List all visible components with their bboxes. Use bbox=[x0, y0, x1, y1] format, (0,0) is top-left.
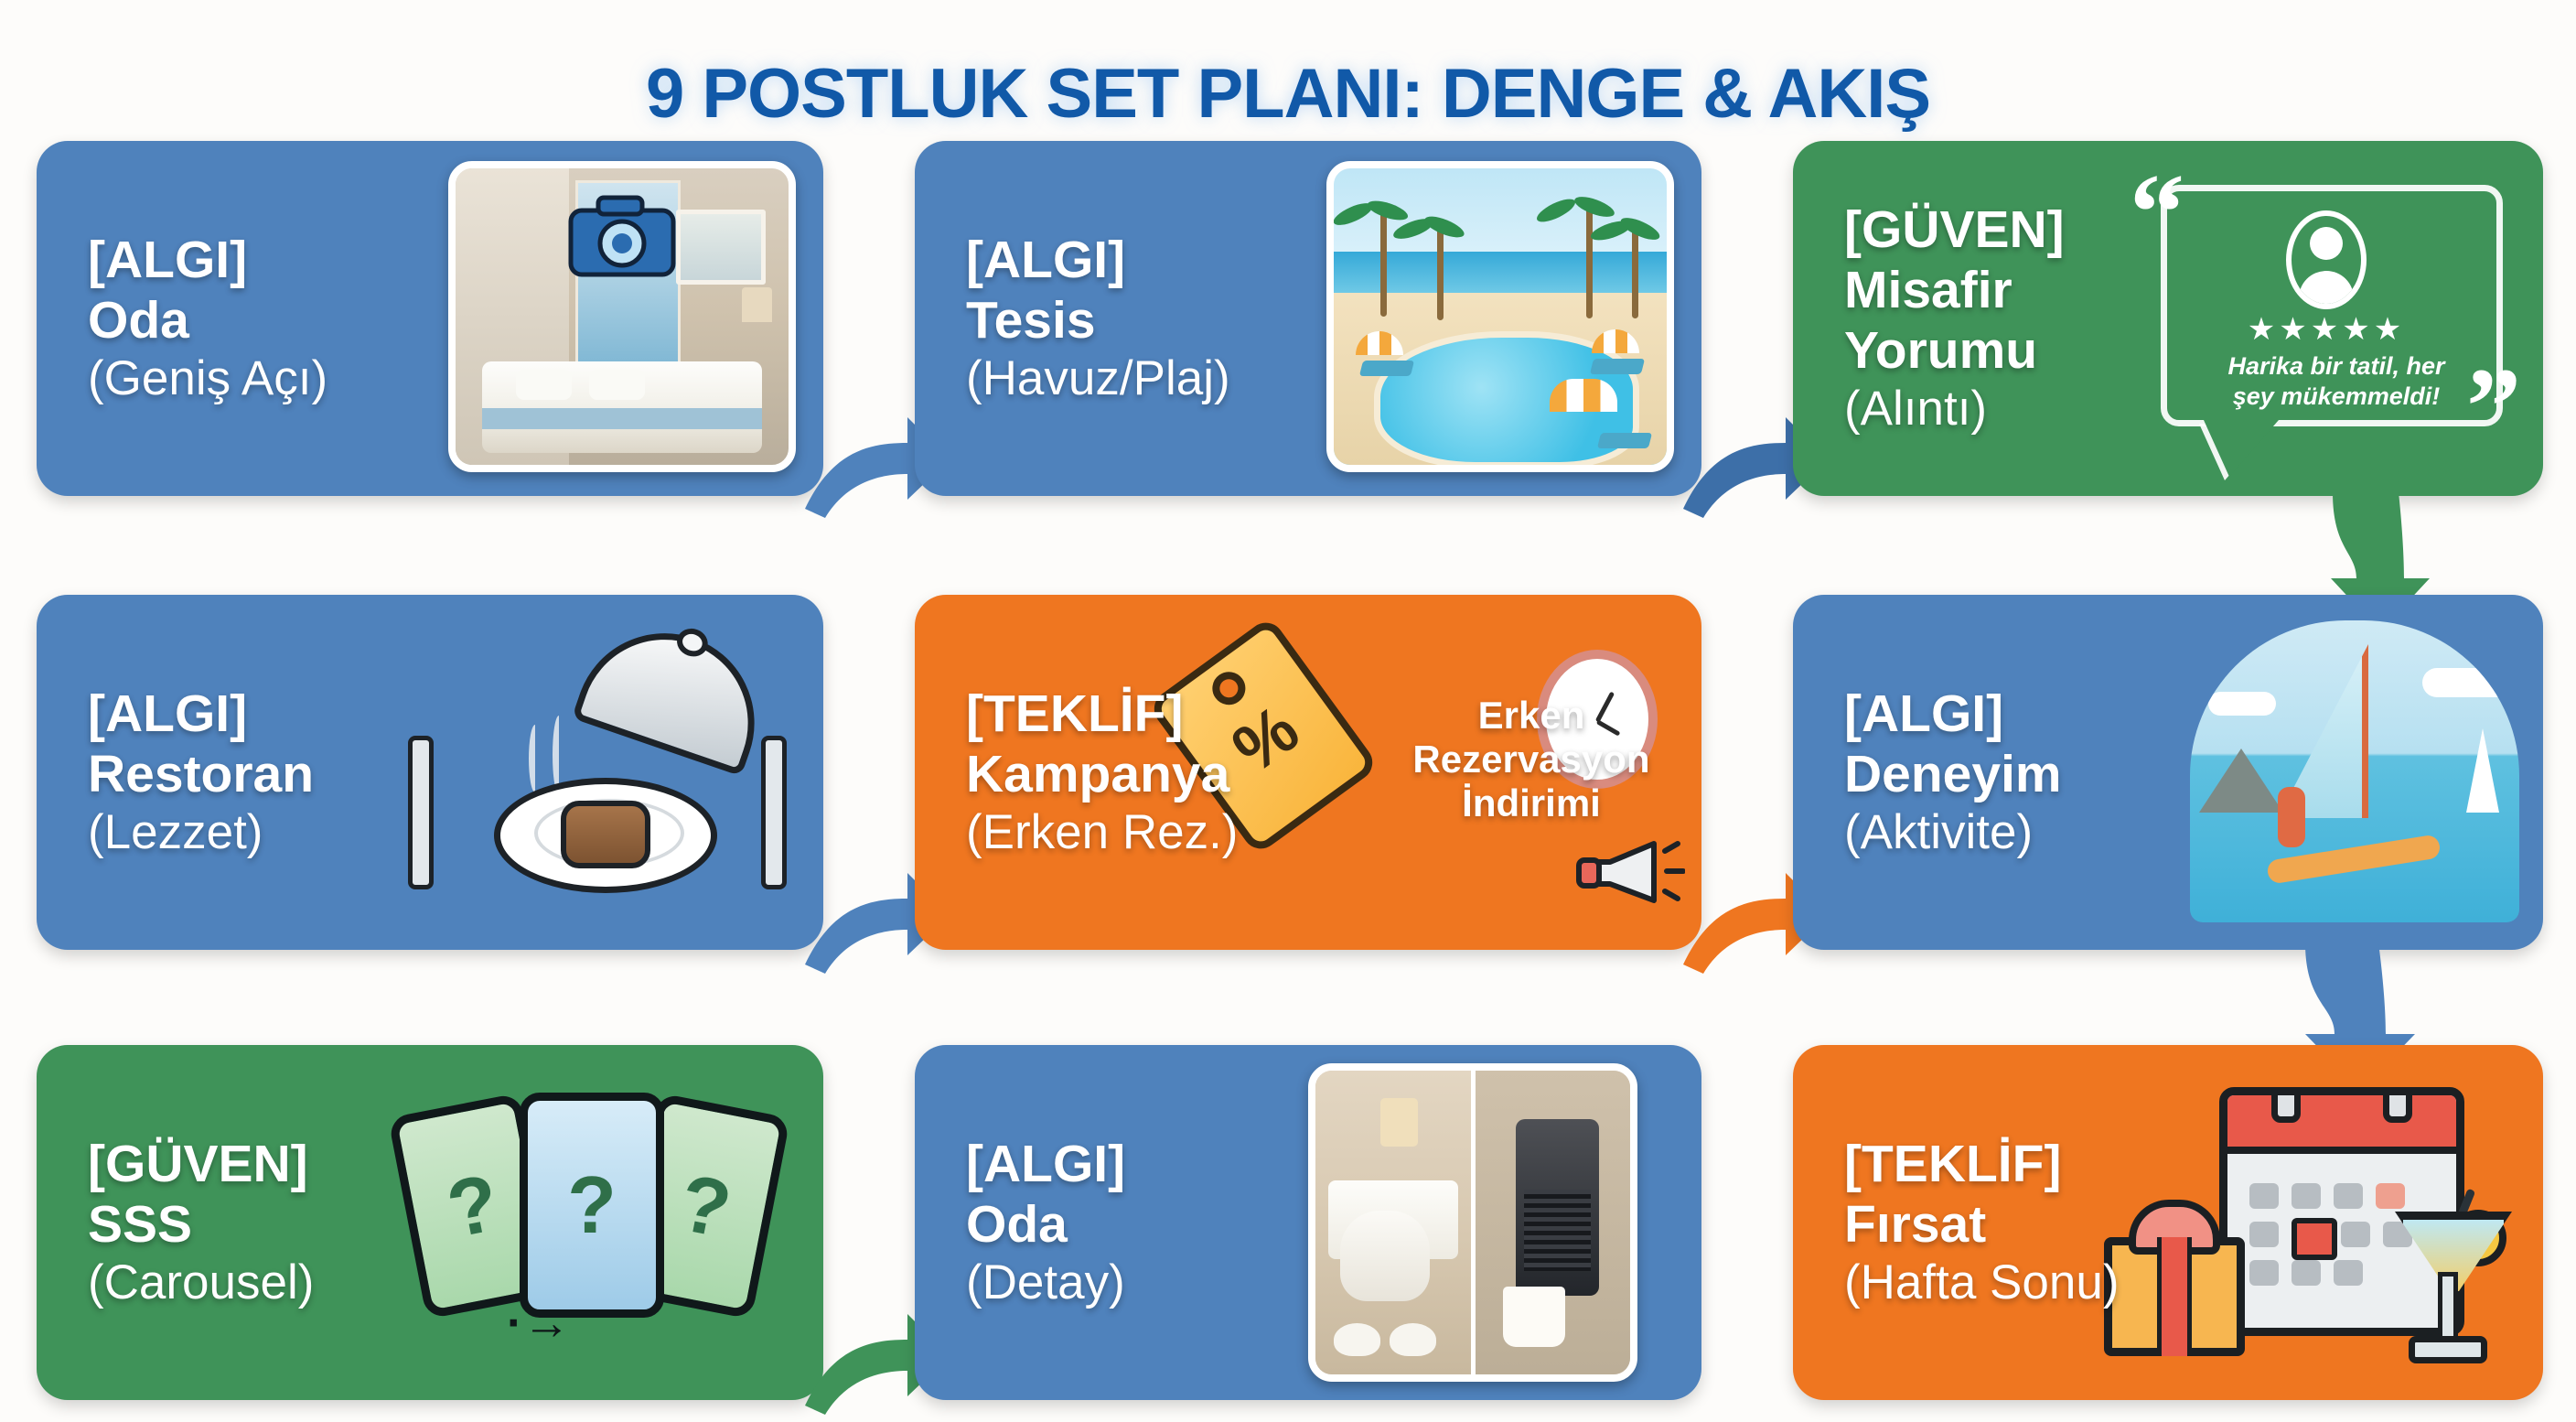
pool-beach-photo bbox=[1326, 161, 1674, 472]
gourmet-dish-icon bbox=[395, 609, 798, 910]
arrow-card5-to-card6 bbox=[1683, 873, 1828, 974]
card-3-tag: [GÜVEN] bbox=[1844, 200, 2065, 260]
page-title: 9 POSTLUK SET PLANI: DENGE & AKIŞ bbox=[645, 54, 1931, 133]
card-8-oda-detay[interactable]: [ALGI] Oda (Detay) bbox=[915, 1045, 1701, 1400]
review-text-line2: şey mükemmeldi! bbox=[2232, 382, 2441, 410]
card-5-sub: (Erken Rez.) bbox=[966, 805, 1239, 860]
arrow-card7-to-card8 bbox=[805, 1314, 950, 1415]
card-7-text: [GÜVEN] SSS (Carousel) bbox=[37, 1134, 314, 1311]
card-8-text: [ALGI] Oda (Detay) bbox=[915, 1134, 1125, 1311]
quote-open-icon: “ bbox=[2130, 151, 2184, 273]
card-5-kampanya-erken-rez[interactable]: [TEKLİF] Kampanya (Erken Rez.) % bbox=[915, 595, 1701, 950]
windsurfing-illustration bbox=[2190, 620, 2519, 922]
card-4-sub: (Lezzet) bbox=[88, 805, 263, 860]
hotel-room-wide-photo bbox=[448, 161, 796, 472]
card-2-tag: [ALGI] bbox=[966, 231, 1126, 290]
arrow-card4-to-card5 bbox=[805, 873, 950, 974]
campaign-line2: Rezervasyon bbox=[1412, 737, 1650, 781]
card-9-sub: (Hafta Sonu) bbox=[1844, 1255, 2120, 1310]
card-1-oda-genis-aci[interactable]: [ALGI] Oda (Geniş Açı) bbox=[37, 141, 823, 496]
card-5-text: [TEKLİF] Kampanya (Erken Rez.) bbox=[915, 684, 1238, 861]
card-9-firsat-hafta-sonu[interactable]: [TEKLİF] Fırsat (Hafta Sonu) bbox=[1793, 1045, 2543, 1400]
card-7-sub: (Carousel) bbox=[88, 1255, 315, 1310]
card-6-main: Deneyim bbox=[1844, 745, 2062, 804]
card-2-tesis-havuz-plaj[interactable]: [ALGI] Tesis (Havuz/Plaj) bbox=[915, 141, 1701, 496]
card-3-main-line1: Misafir bbox=[1844, 261, 2012, 320]
card-8-main: Oda bbox=[966, 1195, 1068, 1255]
room-detail-split-photo bbox=[1308, 1063, 1637, 1382]
card-4-tag: [ALGI] bbox=[88, 684, 248, 744]
card-6-text: [ALGI] Deneyim (Aktivite) bbox=[1793, 684, 2062, 861]
card-7-main: SSS bbox=[88, 1195, 193, 1255]
faq-card-center: ? bbox=[520, 1093, 664, 1318]
card-1-main: Oda bbox=[88, 291, 189, 350]
campaign-line3: İndirimi bbox=[1462, 781, 1601, 824]
calendar-gift-cocktail bbox=[2095, 1076, 2525, 1369]
discount-tag-clock-megaphone: % Erken Rezervasyon İndirimi bbox=[1146, 615, 1690, 908]
card-3-sub: (Alıntı) bbox=[1844, 382, 1988, 436]
gift-icon bbox=[2104, 1200, 2245, 1356]
card-4-restoran-lezzet[interactable]: [ALGI] Restoran (Lezzet) bbox=[37, 595, 823, 950]
campaign-line1: Erken bbox=[1477, 694, 1585, 737]
card-7-sss-carousel[interactable]: [GÜVEN] SSS (Carousel) ? ? ? ·→ bbox=[37, 1045, 823, 1400]
card-4-main: Restoran bbox=[88, 745, 315, 804]
star-rating: ★★★★★ bbox=[2247, 312, 2406, 347]
review-quote-bubble: “ ” ★★★★★ Harika bir tatil, her şey müke… bbox=[2130, 151, 2523, 461]
card-1-text: [ALGI] Oda (Geniş Açı) bbox=[37, 230, 327, 407]
card-2-main: Tesis bbox=[966, 291, 1096, 350]
swipe-arrow-icon: ·→ bbox=[507, 1297, 571, 1350]
camera-icon bbox=[568, 195, 676, 277]
card-6-tag: [ALGI] bbox=[1844, 684, 2004, 744]
arrow-card1-to-card2 bbox=[805, 417, 950, 518]
megaphone-icon bbox=[1575, 836, 1686, 904]
card-5-tag: [TEKLİF] bbox=[966, 684, 1184, 744]
card-3-text: [GÜVEN] Misafir Yorumu (Alıntı) bbox=[1793, 199, 2065, 437]
post-plan-grid: [ALGI] Oda (Geniş Açı) bbox=[0, 130, 2576, 1415]
arrow-card2-to-card3 bbox=[1683, 417, 1828, 518]
card-6-sub: (Aktivite) bbox=[1844, 805, 2034, 860]
card-8-tag: [ALGI] bbox=[966, 1135, 1126, 1194]
card-6-deneyim-aktivite[interactable]: [ALGI] Deneyim (Aktivite) bbox=[1793, 595, 2543, 950]
review-text: Harika bir tatil, her şey mükemmeldi! bbox=[2177, 351, 2496, 412]
faq-question-cards: ? ? ? ·→ bbox=[387, 1082, 791, 1356]
avatar bbox=[2286, 210, 2367, 309]
card-4-text: [ALGI] Restoran (Lezzet) bbox=[37, 684, 314, 861]
cocktail-icon bbox=[2389, 1184, 2512, 1363]
card-3-main-line2: Yorumu bbox=[1844, 321, 2038, 381]
review-text-line1: Harika bir tatil, her bbox=[2227, 352, 2445, 380]
campaign-label: Erken Rezervasyon İndirimi bbox=[1394, 694, 1669, 825]
card-9-tag: [TEKLİF] bbox=[1844, 1135, 2062, 1194]
card-1-sub: (Geniş Açı) bbox=[88, 351, 328, 406]
clock-icon bbox=[1537, 650, 1658, 789]
card-2-text: [ALGI] Tesis (Havuz/Plaj) bbox=[915, 230, 1230, 407]
card-8-sub: (Detay) bbox=[966, 1255, 1125, 1310]
card-9-text: [TEKLİF] Fırsat (Hafta Sonu) bbox=[1793, 1134, 2119, 1311]
card-9-main: Fırsat bbox=[1844, 1195, 1987, 1255]
card-7-tag: [GÜVEN] bbox=[88, 1135, 308, 1194]
card-5-main: Kampanya bbox=[966, 745, 1230, 804]
card-1-tag: [ALGI] bbox=[88, 231, 248, 290]
card-2-sub: (Havuz/Plaj) bbox=[966, 351, 1230, 406]
card-3-misafir-yorumu[interactable]: [GÜVEN] Misafir Yorumu (Alıntı) “ ” ★★★★… bbox=[1793, 141, 2543, 496]
